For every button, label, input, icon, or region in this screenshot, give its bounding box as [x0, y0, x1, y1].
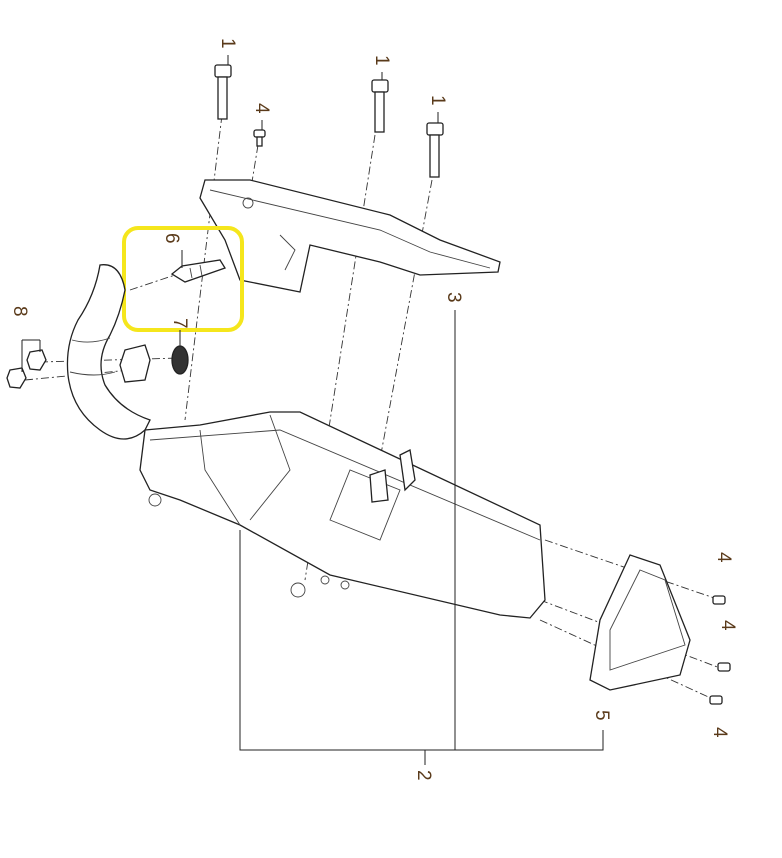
label-nut-8: 8 [9, 306, 30, 317]
label-bolt-1c: 1 [427, 95, 448, 106]
bolt-1a [214, 64, 232, 120]
label-screw-4-r1: 4 [713, 552, 734, 563]
muffler-body [139, 411, 546, 619]
label-gasket-7: 7 [169, 318, 190, 329]
heat-shield [199, 179, 501, 293]
label-screw-4-top: 4 [251, 103, 272, 114]
screws-right [709, 595, 731, 705]
label-bolt-1a: 1 [217, 38, 238, 49]
label-screw-4-r3: 4 [709, 727, 730, 738]
label-screw-4-r2: 4 [717, 620, 738, 631]
screw-4-top [253, 129, 266, 147]
exhaust-pipe [66, 264, 151, 440]
label-bolt-1b: 1 [371, 55, 392, 66]
bolt-1c [426, 122, 444, 178]
bolt-1b [371, 79, 389, 133]
leader-lines [21, 55, 604, 765]
part-labels: 1 1 1 4 6 7 8 3 4 4 4 5 2 [9, 38, 738, 781]
label-end-cap-5: 5 [591, 710, 612, 721]
gasket [171, 345, 189, 375]
nuts [6, 349, 47, 389]
label-muffler-2: 2 [413, 770, 434, 781]
oxygen-sensor [170, 259, 226, 283]
label-sensor-6: 6 [161, 233, 182, 244]
highlight-box [122, 226, 244, 332]
label-heat-shield-3: 3 [443, 292, 464, 303]
end-cap [589, 554, 691, 691]
